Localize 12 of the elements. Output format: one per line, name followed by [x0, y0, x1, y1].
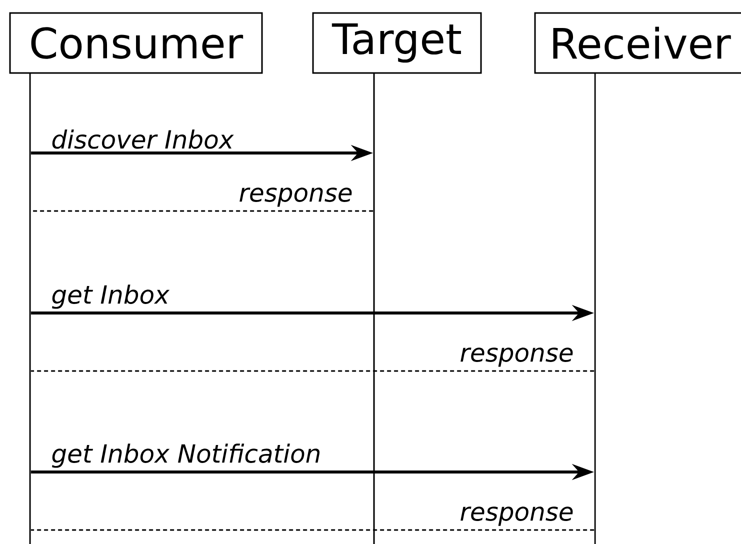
- lifeline: [29, 73, 31, 544]
- edge-label: get Inbox Notification: [52, 444, 320, 468]
- participant-box: Consumer: [9, 12, 263, 74]
- edge-label: response: [460, 348, 573, 367]
- edge-label: response: [240, 188, 352, 207]
- edge-label: response: [460, 506, 573, 526]
- participant-box: Target: [312, 12, 482, 74]
- participant-box: Receiver: [534, 12, 741, 74]
- lifeline: [594, 73, 596, 544]
- edge-label: discover Inbox: [52, 129, 234, 149]
- lifeline: [373, 73, 375, 544]
- edge-label: get Inbox: [52, 284, 170, 309]
